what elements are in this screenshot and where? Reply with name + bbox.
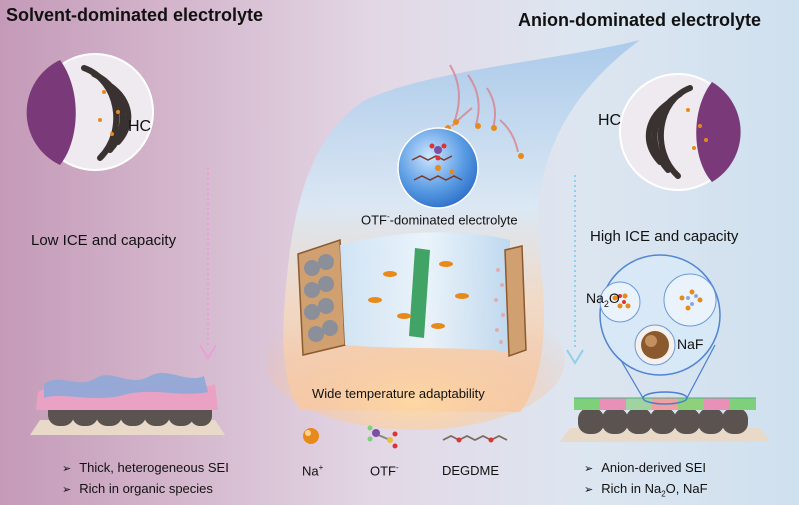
cell-illustration	[297, 232, 527, 358]
legend-otf-icon	[367, 425, 398, 449]
right-panel-title: Anion-dominated electrolyte	[518, 10, 762, 30]
naf-label: NaF	[677, 336, 704, 352]
right-bullet-item: ➢Anion-derived SEI	[584, 460, 706, 475]
bullet-arrow-icon: ➢	[584, 463, 594, 475]
legend-degdme-icon	[442, 434, 508, 443]
separator-membrane	[409, 248, 430, 338]
bullet-arrow-icon: ➢	[62, 463, 72, 475]
bullet-arrow-icon: ➢	[62, 484, 72, 496]
right-hc-graphic	[619, 73, 741, 191]
right-sei-stack	[560, 344, 770, 442]
sphere-caption: OTF--dominated electrolyte	[361, 212, 518, 228]
legend-na-label: Na+	[302, 463, 324, 479]
legend-na-icon	[303, 428, 319, 444]
right-dashed-arrow	[566, 175, 584, 365]
legend-otf-label: OTF-	[370, 463, 399, 479]
right-result-label: High ICE and capacity	[590, 228, 739, 245]
left-hc-graphic	[26, 53, 154, 171]
top-na-ions	[445, 119, 524, 159]
left-dashed-arrow	[199, 168, 217, 360]
left-result-label: Low ICE and capacity	[31, 232, 177, 249]
left-panel-title: Solvent-dominated electrolyte	[6, 5, 264, 25]
na2o-label: Na2O	[586, 290, 620, 309]
bullet-arrow-icon: ➢	[584, 484, 594, 496]
bottom-caption: Wide temperature adaptability	[312, 386, 485, 401]
left-sei-stack	[30, 372, 225, 435]
left-bullet-list: ➢Thick, heterogeneous SEI ➢Rich in organ…	[62, 458, 229, 500]
sphere-atoms	[429, 143, 455, 175]
sphere-molecules	[411, 155, 463, 181]
right-bullet-item: ➢Rich in Na2O, NaF	[584, 481, 708, 499]
left-bullet-item: ➢Thick, heterogeneous SEI	[62, 460, 229, 475]
left-bullet-item: ➢Rich in organic species	[62, 481, 213, 496]
right-hc-label: HC	[598, 112, 622, 129]
ion-trails	[449, 64, 519, 153]
left-hc-label: HC	[128, 118, 152, 135]
zoom-bubble	[599, 254, 721, 376]
legend-degdme-label: DEGDME	[442, 463, 500, 478]
right-bullet-list: ➢Anion-derived SEI ➢Rich in Na2O, NaF	[584, 458, 708, 504]
